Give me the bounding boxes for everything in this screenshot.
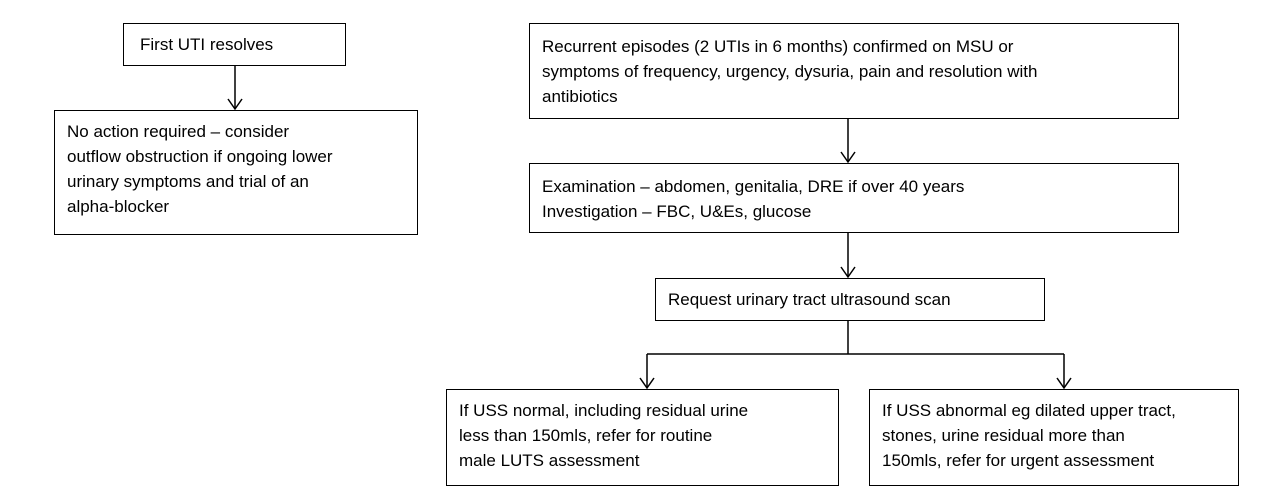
box-text-line: 150mls, refer for urgent assessment — [882, 451, 1155, 470]
box-text-line: If USS normal, including residual urine — [459, 401, 749, 420]
box-uss-abnormal: If USS abnormal eg dilated upper tract, … — [869, 389, 1239, 486]
box-no-action-required: No action required – consider outflow ob… — [54, 110, 418, 235]
box-examination-investigation: Examination – abdomen, genitalia, DRE if… — [529, 163, 1179, 233]
arrowhead-exam — [840, 151, 856, 164]
box-text-line: stones, urine residual more than — [882, 426, 1125, 445]
arrowhead-no-action — [227, 98, 243, 111]
box-recurrent-episodes: Recurrent episodes (2 UTIs in 6 months) … — [529, 23, 1179, 119]
box-text-line: alpha-blocker — [67, 197, 170, 216]
box-text-line: urinary symptoms and trial of an — [67, 172, 309, 191]
box-text-line: less than 150mls, refer for routine — [459, 426, 713, 445]
box-text-line: If USS abnormal eg dilated upper tract, — [882, 401, 1176, 420]
box-text-line: Examination – abdomen, genitalia, DRE if… — [542, 177, 965, 196]
box-text-line: symptoms of frequency, urgency, dysuria,… — [542, 62, 1038, 81]
box-text-line: antibiotics — [542, 87, 618, 106]
box-first-uti-resolves: First UTI resolves — [123, 23, 346, 66]
box-text-line: male LUTS assessment — [459, 451, 640, 470]
box-text-line: outflow obstruction if ongoing lower — [67, 147, 333, 166]
box-text-line: Investigation – FBC, U&Es, glucose — [542, 202, 812, 221]
box-text-line: Recurrent episodes (2 UTIs in 6 months) … — [542, 37, 1014, 56]
arrowhead-uss — [840, 266, 856, 279]
box-uss-normal: If USS normal, including residual urine … — [446, 389, 839, 486]
arrowhead-normal — [639, 377, 655, 390]
box-text-line: No action required – consider — [67, 122, 290, 141]
box-text-line: Request urinary tract ultrasound scan — [668, 290, 951, 309]
box-text-line: First UTI resolves — [140, 35, 274, 54]
arrowhead-abnormal — [1056, 377, 1072, 390]
box-request-ultrasound: Request urinary tract ultrasound scan — [655, 278, 1045, 321]
